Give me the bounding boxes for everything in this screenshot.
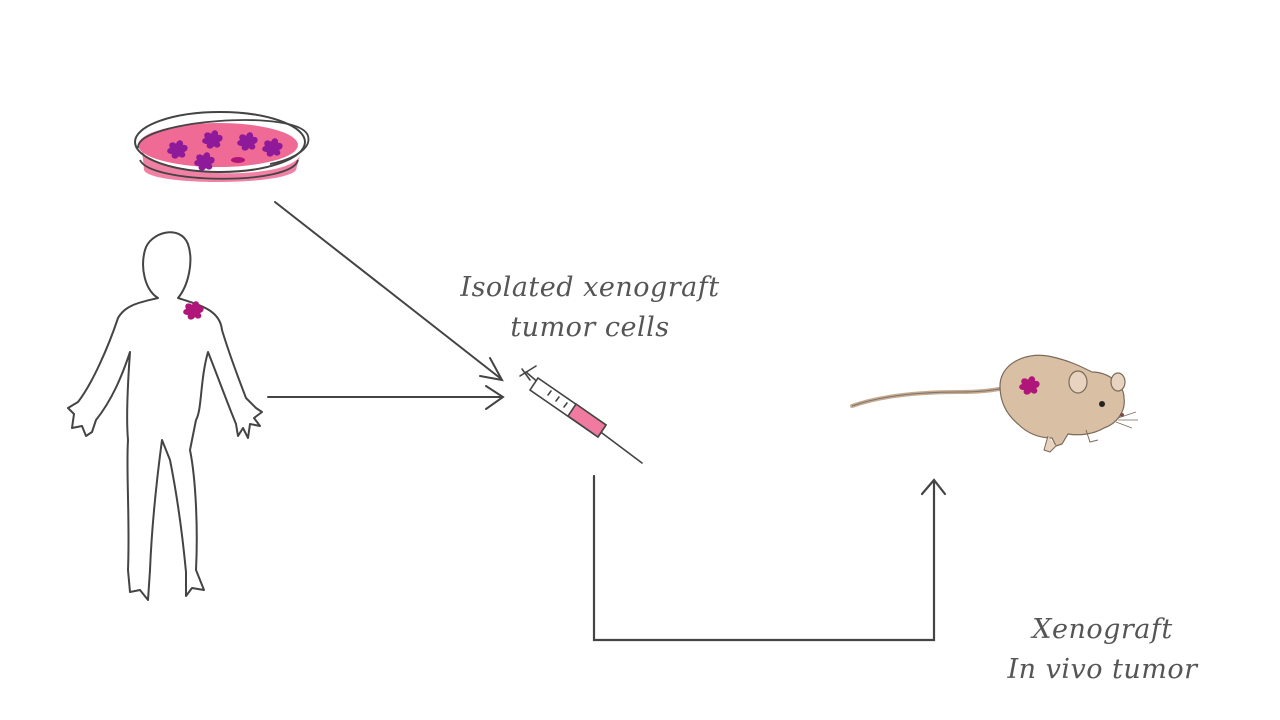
arrow-syringe-to-mouse <box>592 474 947 642</box>
xenograft-label-line1: Xenograft <box>1032 614 1173 645</box>
isolated-cells-label-line2: tumor cells <box>510 312 670 343</box>
xenograft-label-line2: In vivo tumor <box>1007 654 1198 685</box>
petri-dish-icon <box>134 111 310 182</box>
syringe-icon <box>519 365 643 464</box>
isolated-cells-label: Isolated xenograft tumor cells <box>440 268 740 348</box>
human-figure-icon <box>67 231 263 601</box>
mouse-icon <box>850 354 1138 453</box>
arrow-dish-to-syringe <box>274 201 504 382</box>
arrow-human-to-syringe <box>267 385 505 410</box>
isolated-cells-label-line1: Isolated xenograft <box>460 272 720 303</box>
xenograft-label: Xenograft In vivo tumor <box>985 610 1220 690</box>
